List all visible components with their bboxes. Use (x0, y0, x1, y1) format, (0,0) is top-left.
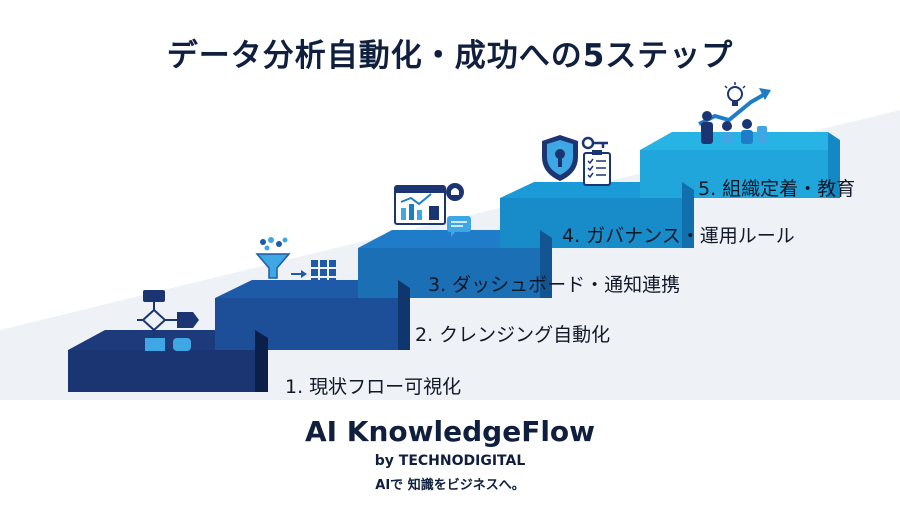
step-4-label: 4. ガバナンス・運用ルール (562, 225, 795, 247)
step-5-tread (640, 132, 828, 150)
step-4-face (500, 198, 682, 248)
security-governance-icon (542, 135, 611, 186)
step-3-face (358, 248, 540, 298)
step-3-tread (358, 230, 540, 248)
step-3-label: 3. ダッシュボード・通知連携 (428, 274, 681, 296)
step-2-face (215, 298, 398, 350)
team-growth-icon (698, 82, 771, 144)
step-2-label: 2. クレンジング自動化 (415, 324, 611, 346)
data-cleansing-funnel-icon (255, 237, 336, 285)
dashboard-notification-icon (394, 183, 471, 237)
step-2-tread (215, 280, 398, 298)
page-title: データ分析自動化・成功への5ステップ (166, 38, 734, 74)
brand-tagline: AIで 知識をビジネスへ。 (375, 478, 525, 493)
step-1-label: 1. 現状フロー可視化 (285, 376, 462, 398)
step-5-label: 5. 組織定着・教育 (698, 178, 856, 200)
step-4-tread (500, 182, 682, 198)
step-1-face (68, 350, 255, 392)
flowchart-icon (137, 290, 199, 351)
brand-byline: by TECHNODIGITAL (374, 453, 526, 469)
step-5-face (640, 150, 828, 198)
brand-name: AI KnowledgeFlow (304, 415, 596, 448)
